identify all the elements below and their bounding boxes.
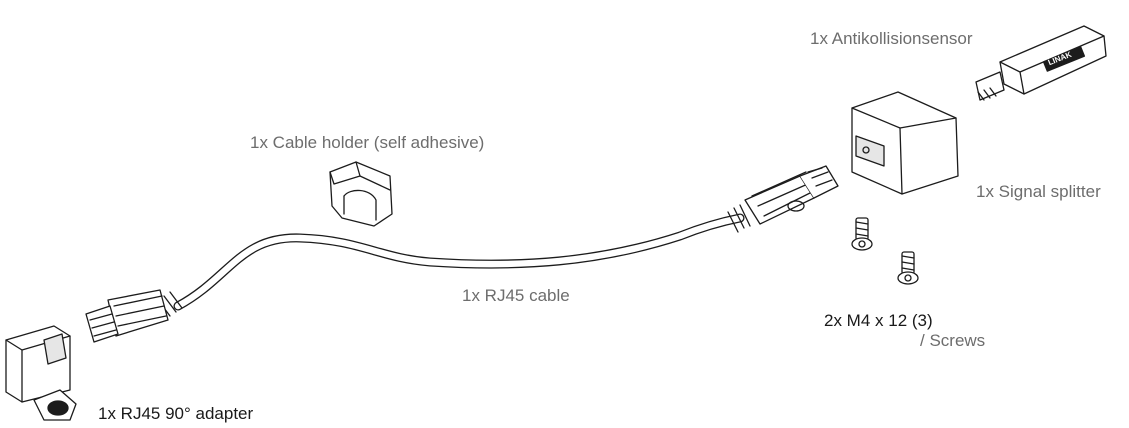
signal-splitter-icon [851,91,959,195]
label-screws-name: / Screws [920,331,986,350]
label-adapter: 1x RJ45 90° adapter [98,404,254,423]
rj45-right-plug-icon [744,165,839,225]
label-cable-holder: 1x Cable holder (self adhesive) [250,133,485,152]
label-rj45-cable: 1x RJ45 cable [462,286,570,305]
screw-icon [851,217,873,251]
anti-collision-sensor-icon [975,25,1107,101]
screw-icon-2 [897,251,919,285]
label-signal-splitter: 1x Signal splitter [976,182,1101,201]
rj45-90-adapter-icon [5,325,77,421]
rj45-left-plug-icon [85,289,169,343]
rj45-cable-icon [157,204,751,317]
label-screws-qty: 2x M4 x 12 (3) [824,311,933,330]
cable-holder-icon [329,161,393,227]
label-sensor: 1x Antikollisionsensor [810,29,973,48]
